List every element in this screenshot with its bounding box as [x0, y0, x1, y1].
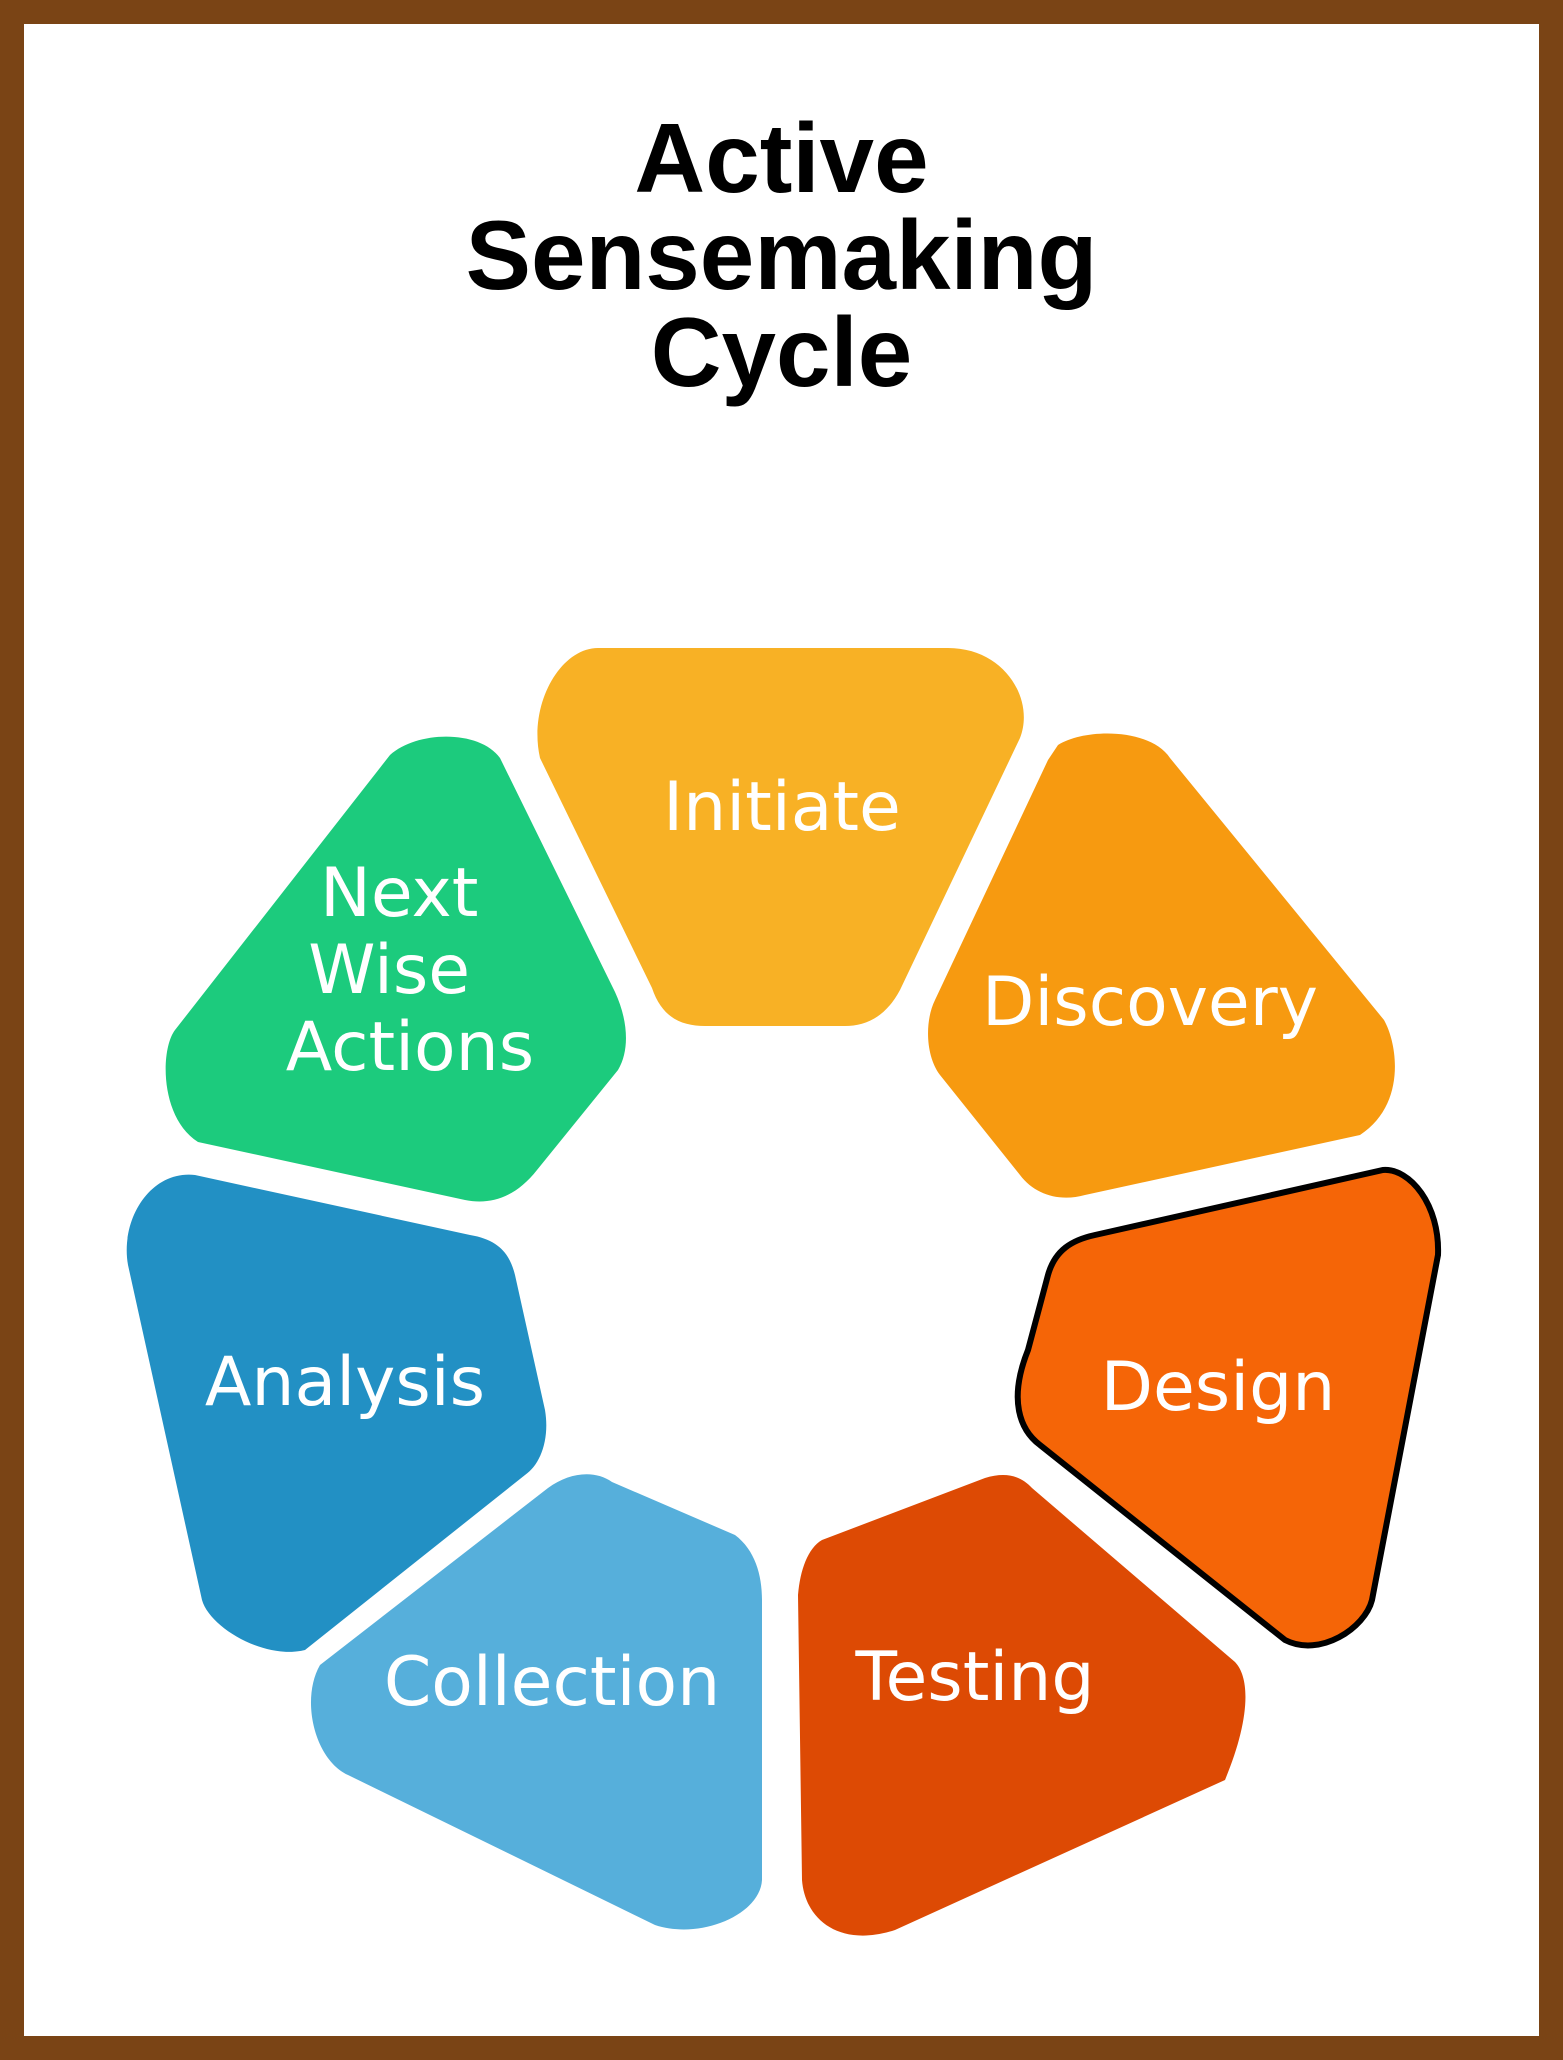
title-line-2: Sensemaking — [465, 200, 1098, 310]
title-line-1: Active — [634, 103, 929, 213]
title-line-3: Cycle — [650, 297, 913, 407]
segment-testing-shape — [798, 1475, 1246, 1936]
segment-next-wise-actions-shape — [165, 736, 626, 1202]
segment-analysis-label: Analysis — [205, 1343, 485, 1422]
segment-discovery-label: Discovery — [982, 963, 1318, 1042]
segment-discovery: Discovery — [928, 733, 1395, 1198]
segment-initiate: Initiate — [537, 648, 1024, 1026]
segment-next-wise-actions: Next Wise Actions — [165, 736, 626, 1202]
segment-testing-label: Testing — [854, 1638, 1094, 1717]
segment-collection: Collection — [310, 1474, 762, 1930]
segment-initiate-shape — [537, 648, 1024, 1026]
segment-design-label: Design — [1101, 1348, 1336, 1427]
segment-testing: Testing — [798, 1475, 1246, 1936]
segment-analysis-shape — [126, 1174, 547, 1652]
segment-collection-shape — [310, 1474, 762, 1930]
segment-design-shape — [1014, 1166, 1442, 1649]
segment-collection-label: Collection — [384, 1643, 720, 1722]
segment-design: Design — [1014, 1166, 1442, 1649]
segment-next-wise-actions-label: Next Wise Actions — [286, 854, 534, 1087]
segment-discovery-shape — [928, 733, 1395, 1198]
diagram-title: Active Sensemaking Cycle — [0, 103, 1563, 407]
segment-initiate-label: Initiate — [663, 768, 901, 847]
segment-analysis: Analysis — [126, 1174, 547, 1652]
